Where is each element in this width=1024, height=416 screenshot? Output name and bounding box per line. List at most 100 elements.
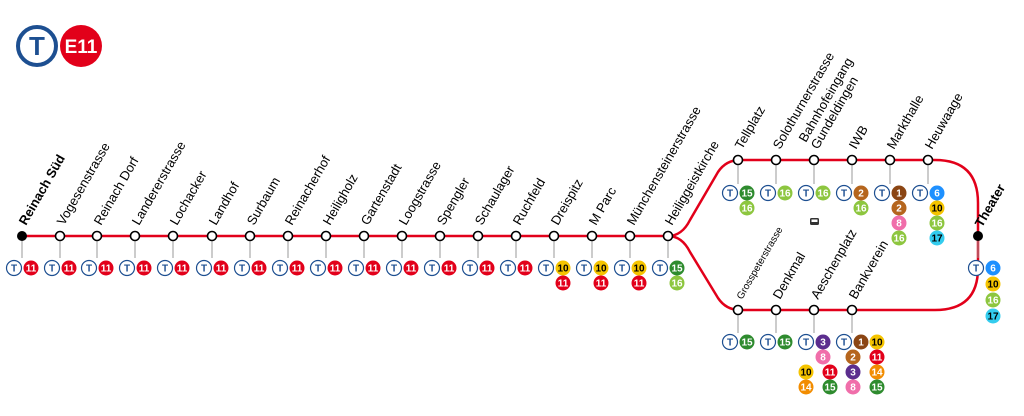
stop-marker <box>846 154 858 166</box>
line-number: 10 <box>871 338 883 349</box>
tram-stop-symbol: T <box>727 189 733 200</box>
line-11-badge <box>403 260 419 276</box>
tram-stop-symbol: T <box>727 338 733 349</box>
tram-mode-icon <box>16 25 58 67</box>
station-name: IWB <box>846 123 871 152</box>
stop-marker <box>548 230 560 242</box>
tram-stop-symbol: T <box>277 264 283 275</box>
tram-stop-symbol: T <box>505 264 511 275</box>
tram-stop-icon <box>233 259 251 277</box>
line-number: 11 <box>292 264 303 275</box>
tram-stop-icon <box>43 259 61 277</box>
line-number: 16 <box>741 204 753 215</box>
line-11-badge <box>23 260 39 276</box>
tram-stop-symbol: T <box>239 264 245 275</box>
line-15-badge <box>869 379 885 395</box>
line-10-badge <box>869 334 885 350</box>
line-number: 10 <box>633 264 645 275</box>
line-number: 16 <box>817 189 829 200</box>
line-number: 11 <box>177 264 188 275</box>
line-6-badge <box>985 260 1001 276</box>
line-2-badge <box>853 185 869 201</box>
line-11-badge <box>869 349 885 365</box>
line-1-badge <box>853 334 869 350</box>
line-15-badge <box>669 260 685 276</box>
line-11-badge <box>479 260 495 276</box>
stop-marker <box>922 154 934 166</box>
line-number: 15 <box>779 338 791 349</box>
tram-stop-icon <box>461 259 479 277</box>
line-8-badge <box>815 349 831 365</box>
tram-stop-symbol: T <box>315 264 321 275</box>
stop-marker <box>770 304 782 316</box>
line-number: 6 <box>990 264 996 275</box>
line-number: 11 <box>825 368 836 379</box>
line-10-badge <box>985 276 1001 292</box>
line-number: 16 <box>671 279 683 290</box>
line-16-badge <box>929 215 945 231</box>
line-16-badge <box>669 275 685 291</box>
terminal-stop-marker <box>17 231 27 241</box>
line-2-badge <box>845 349 861 365</box>
line-11-badge <box>251 260 267 276</box>
line-number: 2 <box>896 204 902 215</box>
line-16-badge <box>777 185 793 201</box>
line-8-badge <box>891 215 907 231</box>
line-number: 11 <box>330 264 341 275</box>
line-number: 11 <box>558 279 569 290</box>
tram-stop-icon <box>423 259 441 277</box>
tram-stop-icon <box>911 184 929 202</box>
line-11-badge <box>289 260 305 276</box>
tram-mode-symbol: T <box>29 31 45 61</box>
tram-stop-symbol: T <box>803 338 809 349</box>
line-number: 3 <box>850 368 856 379</box>
tram-stop-icon <box>499 259 517 277</box>
line-number: 11 <box>482 264 493 275</box>
tram-stop-icon <box>195 259 213 277</box>
line-number: 15 <box>871 383 883 394</box>
line-8-badge <box>845 379 861 395</box>
tram-stop-symbol: T <box>467 264 473 275</box>
line-number: 15 <box>671 264 683 275</box>
line-11-badge <box>213 260 229 276</box>
line-number: 1 <box>896 189 902 200</box>
station-name: Ruchfeld <box>510 176 549 228</box>
tram-stop-symbol: T <box>917 189 923 200</box>
line-11-badge <box>555 275 571 291</box>
line-number: 16 <box>855 204 867 215</box>
line-11-badge <box>441 260 457 276</box>
tram-stop-icon <box>613 259 631 277</box>
stop-marker <box>586 230 598 242</box>
station-name: Surbaum <box>244 174 283 227</box>
tram-stop-icon <box>721 333 739 351</box>
line-number: 8 <box>850 383 856 394</box>
line-number: 17 <box>987 312 999 323</box>
station-name: Heuwaage <box>922 90 966 151</box>
stop-marker <box>167 230 179 242</box>
line-3-badge <box>815 334 831 350</box>
tram-stop-symbol: T <box>353 264 359 275</box>
station-name: Spengler <box>434 174 473 227</box>
line-number: 11 <box>444 264 455 275</box>
line-11-badge <box>136 260 152 276</box>
line-number: 8 <box>820 353 826 364</box>
line-number: 11 <box>872 353 883 364</box>
tram-stop-icon <box>835 184 853 202</box>
tram-stop-icon <box>385 259 403 277</box>
tram-stop-icon <box>347 259 365 277</box>
stop-marker <box>358 230 370 242</box>
line-14-badge <box>869 364 885 380</box>
line-14-badge <box>798 379 814 395</box>
